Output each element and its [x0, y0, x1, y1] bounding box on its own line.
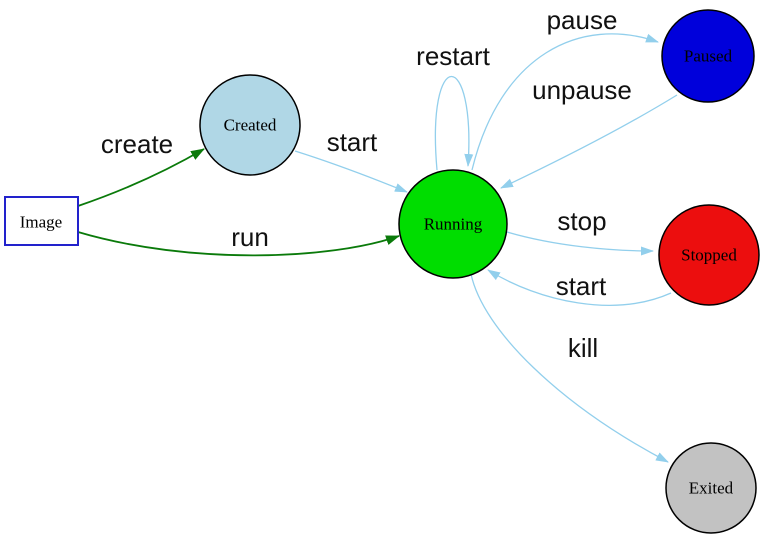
edge-label-unpause: unpause: [532, 75, 632, 105]
node-paused: Paused: [661, 9, 755, 103]
node-exited: Exited: [665, 442, 757, 534]
node-image: Image: [4, 196, 79, 246]
edge-unpause: [500, 94, 678, 189]
edge-stop: [506, 231, 654, 256]
node-stopped: Stopped: [658, 204, 760, 306]
edge-start-created-running: [294, 150, 408, 193]
node-running: Running: [398, 169, 508, 279]
node-paused-circle: [661, 9, 755, 103]
edge-run: [77, 231, 400, 257]
edge-kill: [470, 273, 669, 463]
node-running-label: Running: [424, 215, 483, 234]
node-image-label: Image: [20, 213, 62, 232]
node-stopped-label: Stopped: [681, 246, 737, 265]
node-stopped-circle: [658, 204, 760, 306]
edge-label-pause: pause: [547, 5, 618, 35]
edge-label-start-2: start: [556, 271, 607, 301]
edge-pause: [471, 33, 659, 171]
node-exited-circle: [665, 442, 757, 534]
node-created: Created: [199, 74, 301, 176]
edge-label-kill: kill: [568, 333, 598, 363]
node-paused-label: Paused: [684, 47, 733, 66]
edge-label-create: create: [101, 129, 173, 159]
edge-create: [77, 148, 205, 207]
edge-label-start-1: start: [327, 127, 378, 157]
edge-label-restart: restart: [416, 41, 490, 71]
node-created-label: Created: [224, 116, 277, 135]
node-running-circle: [398, 169, 508, 279]
edge-start-stopped-running: [487, 269, 672, 306]
edge-label-stop: stop: [557, 206, 606, 236]
node-exited-label: Exited: [689, 479, 734, 498]
edge-label-run: run: [231, 222, 269, 252]
node-created-circle: [199, 74, 301, 176]
edge-restart-self-loop: [434, 75, 474, 171]
node-image-rect: [4, 196, 79, 246]
